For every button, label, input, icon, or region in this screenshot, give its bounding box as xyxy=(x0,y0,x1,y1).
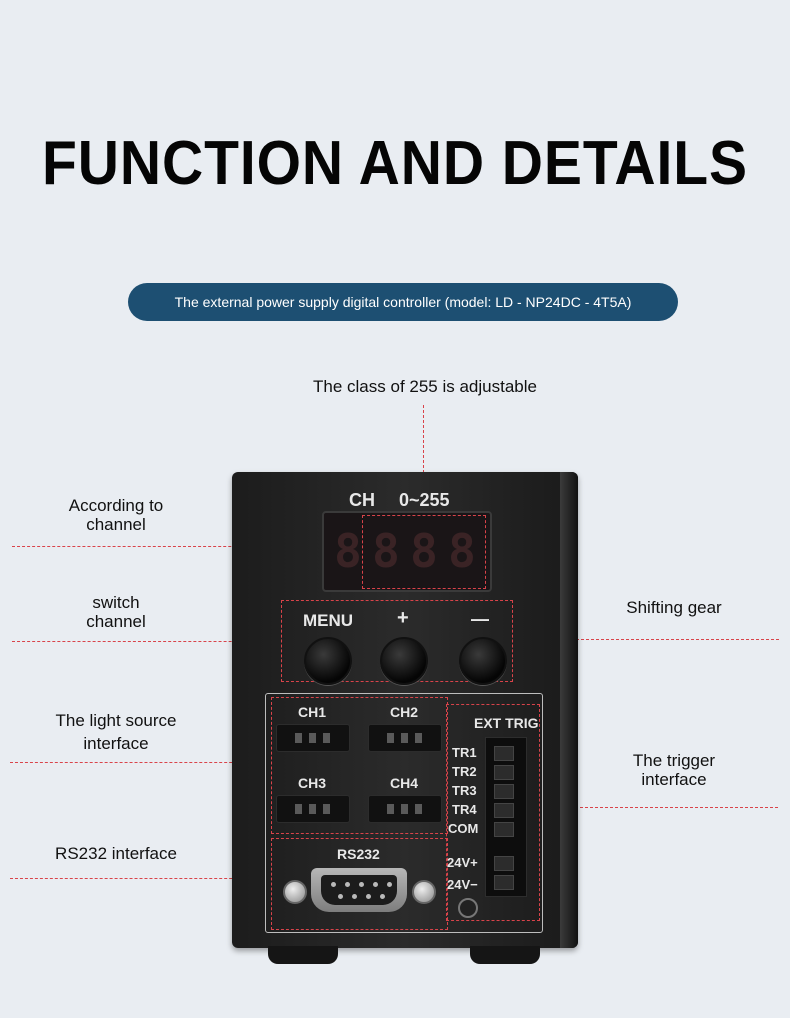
callout-according-line1: According to xyxy=(68,496,164,515)
rs232-pin xyxy=(345,882,350,887)
power-terminal-slot xyxy=(494,875,514,890)
rs232-pin xyxy=(387,882,392,887)
trigger-pin-com: COM xyxy=(448,821,479,836)
ch2-connector[interactable] xyxy=(368,724,442,752)
rs232-label: RS232 xyxy=(337,846,380,862)
model-caption-pill: The external power supply digital contro… xyxy=(128,283,678,321)
callout-according-to-channel: According to channel xyxy=(40,496,192,534)
leader-trigger xyxy=(540,807,778,808)
trigger-pin-tr3: TR3 xyxy=(452,783,477,798)
trigger-terminal-slot xyxy=(494,746,514,761)
trigger-pin-tr2: TR2 xyxy=(452,764,477,779)
power-terminal-slot xyxy=(494,856,514,871)
menu-label: MENU xyxy=(303,611,354,630)
display-digit-3: 8 xyxy=(410,524,438,578)
rs232-pin xyxy=(331,882,336,887)
callout-trigger-line2: interface xyxy=(641,770,707,789)
led-display: 8 8 8 8 xyxy=(322,511,492,592)
plus-button[interactable] xyxy=(380,637,428,685)
callout-class-255: The class of 255 is adjustable xyxy=(313,377,537,396)
rs232-pin xyxy=(373,882,378,887)
highlight-trigger xyxy=(446,704,540,921)
minus-label: — xyxy=(471,609,489,629)
ch4-connector[interactable] xyxy=(368,795,442,823)
ext-trig-label: EXT TRIG xyxy=(474,715,539,731)
range-label: 0~255 xyxy=(399,490,450,510)
trigger-terminal-slot xyxy=(494,765,514,780)
ch3-connector[interactable] xyxy=(276,795,350,823)
trigger-pin-tr4: TR4 xyxy=(452,802,477,817)
page-title: FUNCTION AND DETAILS xyxy=(41,129,748,198)
rs232-pin xyxy=(338,894,343,899)
rs232-pin xyxy=(366,894,371,899)
leader-light-source xyxy=(10,762,272,763)
menu-button[interactable] xyxy=(304,637,352,685)
display-digit-4: 8 xyxy=(448,524,476,578)
callout-light-source: The light source interface xyxy=(30,709,202,755)
ch2-label: CH2 xyxy=(390,704,419,720)
callout-switch-line2: channel xyxy=(86,612,146,631)
trigger-terminal-slot xyxy=(494,822,514,837)
callout-light-source-line2: interface xyxy=(83,734,149,753)
ch-label: CH xyxy=(349,490,375,510)
trigger-terminal-slot xyxy=(494,803,514,818)
callout-switch-channel: switch channel xyxy=(40,593,192,631)
leader-according-to-channel xyxy=(12,546,362,547)
leader-class-255 xyxy=(423,405,424,508)
rs232-pin xyxy=(359,882,364,887)
ch1-connector[interactable] xyxy=(276,724,350,752)
callout-switch-line1: switch xyxy=(92,593,140,612)
highlight-rs232 xyxy=(271,838,448,930)
power-pin-24v-minus: 24V− xyxy=(447,877,478,892)
rs232-screw-left xyxy=(283,880,307,904)
callout-light-source-line1: The light source xyxy=(55,711,177,730)
ch1-label: CH1 xyxy=(298,704,327,720)
display-digit-1: 8 xyxy=(334,524,362,578)
minus-button[interactable] xyxy=(459,637,507,685)
rs232-screw-right xyxy=(412,880,436,904)
leader-rs232 xyxy=(10,878,272,879)
io-panel xyxy=(265,693,543,933)
rs232-port[interactable] xyxy=(311,868,407,912)
power-pin-24v-plus: 24V+ xyxy=(447,855,478,870)
leader-switch-channel xyxy=(12,641,282,642)
callout-shifting-gear: Shifting gear xyxy=(626,598,722,617)
leader-shifting-gear xyxy=(511,639,779,640)
ch3-label: CH3 xyxy=(298,775,327,791)
callout-according-line2: channel xyxy=(86,515,146,534)
trigger-terminal-slot xyxy=(494,784,514,799)
trigger-terminal-block[interactable] xyxy=(485,737,527,897)
rs232-pin xyxy=(352,894,357,899)
callout-trigger-line1: The trigger xyxy=(632,751,716,770)
rs232-pin xyxy=(380,894,385,899)
callout-rs232: RS232 interface xyxy=(55,844,177,863)
device-foot-right xyxy=(470,946,540,964)
highlight-display-left xyxy=(362,515,486,589)
display-digit-2: 8 xyxy=(372,524,400,578)
ch4-label: CH4 xyxy=(390,775,419,791)
device-side-panel xyxy=(560,472,578,948)
plus-label: + xyxy=(397,607,409,629)
device-foot-left xyxy=(268,946,338,964)
highlight-light-source xyxy=(271,697,448,834)
callout-trigger: The trigger interface xyxy=(608,751,740,789)
trigger-pin-tr1: TR1 xyxy=(452,745,477,760)
rs232-port-socket xyxy=(321,875,397,905)
power-indicator-led xyxy=(458,898,478,918)
